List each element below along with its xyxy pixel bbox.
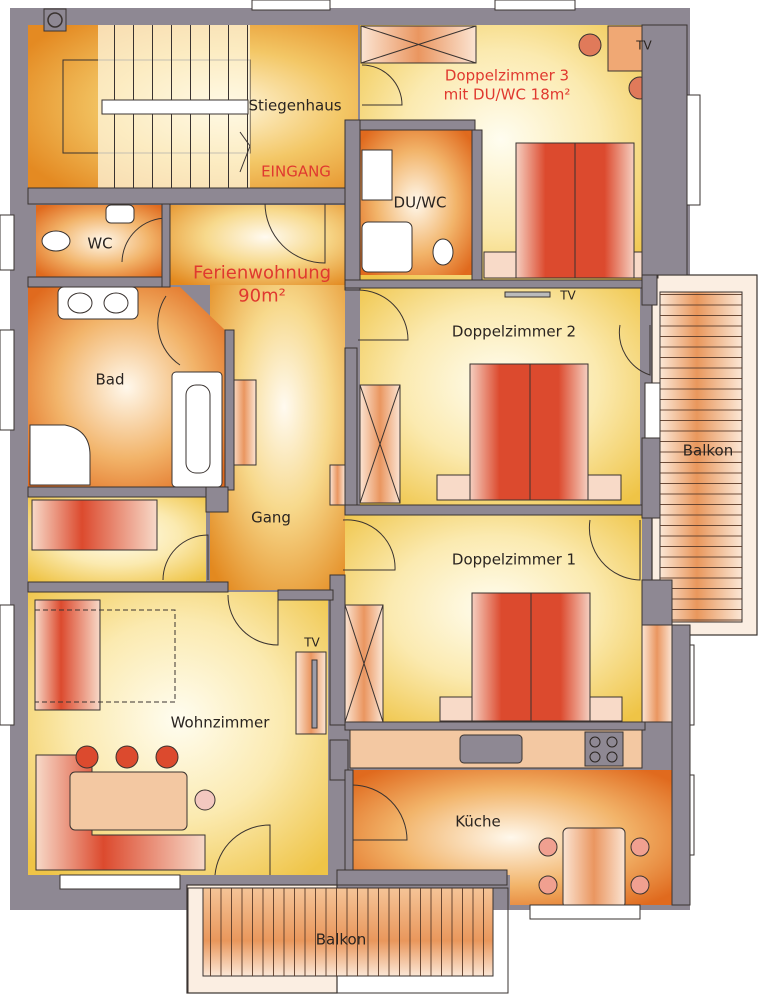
label-gang: Gang [251,508,291,527]
label-bad: Bad [95,370,125,389]
room-du-wc [360,130,472,275]
room-bad [28,286,225,488]
label-stiegenhaus: Stiegenhaus [248,96,342,115]
label-doppelzimmer-2: Doppelzimmer 2 [451,322,577,341]
label-balkon-east: Balkon [682,441,734,460]
room-doppelzimmer-1 [344,515,673,723]
label-tv-dz2: TV [560,288,576,303]
interior-walls [27,24,691,906]
label-tv-wohnzimmer: TV [304,635,320,650]
room-doppelzimmer-2 [359,285,640,505]
label-doppelzimmer-3: Doppelzimmer 3 mit DU/WC 18m² [444,66,571,104]
label-doppelzimmer-3-line2: mit DU/WC 18m² [443,85,571,103]
label-ferienwohnung-area: 90m² [238,285,286,306]
room-wohnzimmer [28,592,349,875]
label-ferienwohnung: Ferienwohnung 90m² [193,263,331,308]
balcony-south [186,884,509,994]
label-eingang: EINGANG [261,162,331,181]
label-ferienwohnung-title: Ferienwohnung [192,262,332,284]
room-stiegenhaus [28,8,358,188]
balcony-east [651,274,758,636]
label-wohnzimmer: Wohnzimmer [170,713,270,732]
label-kueche: Küche [455,812,501,831]
label-balkon-south: Balkon [315,930,367,949]
room-wc [36,204,168,277]
kitchen-counter [349,729,643,769]
label-du-wc: DU/WC [393,193,447,212]
label-doppelzimmer-3-line1: Doppelzimmer 3 [444,66,570,85]
label-tv-dz3: TV [636,38,652,53]
label-doppelzimmer-1: Doppelzimmer 1 [451,550,577,569]
room-small-bed [28,497,206,582]
label-wc: WC [87,234,113,253]
